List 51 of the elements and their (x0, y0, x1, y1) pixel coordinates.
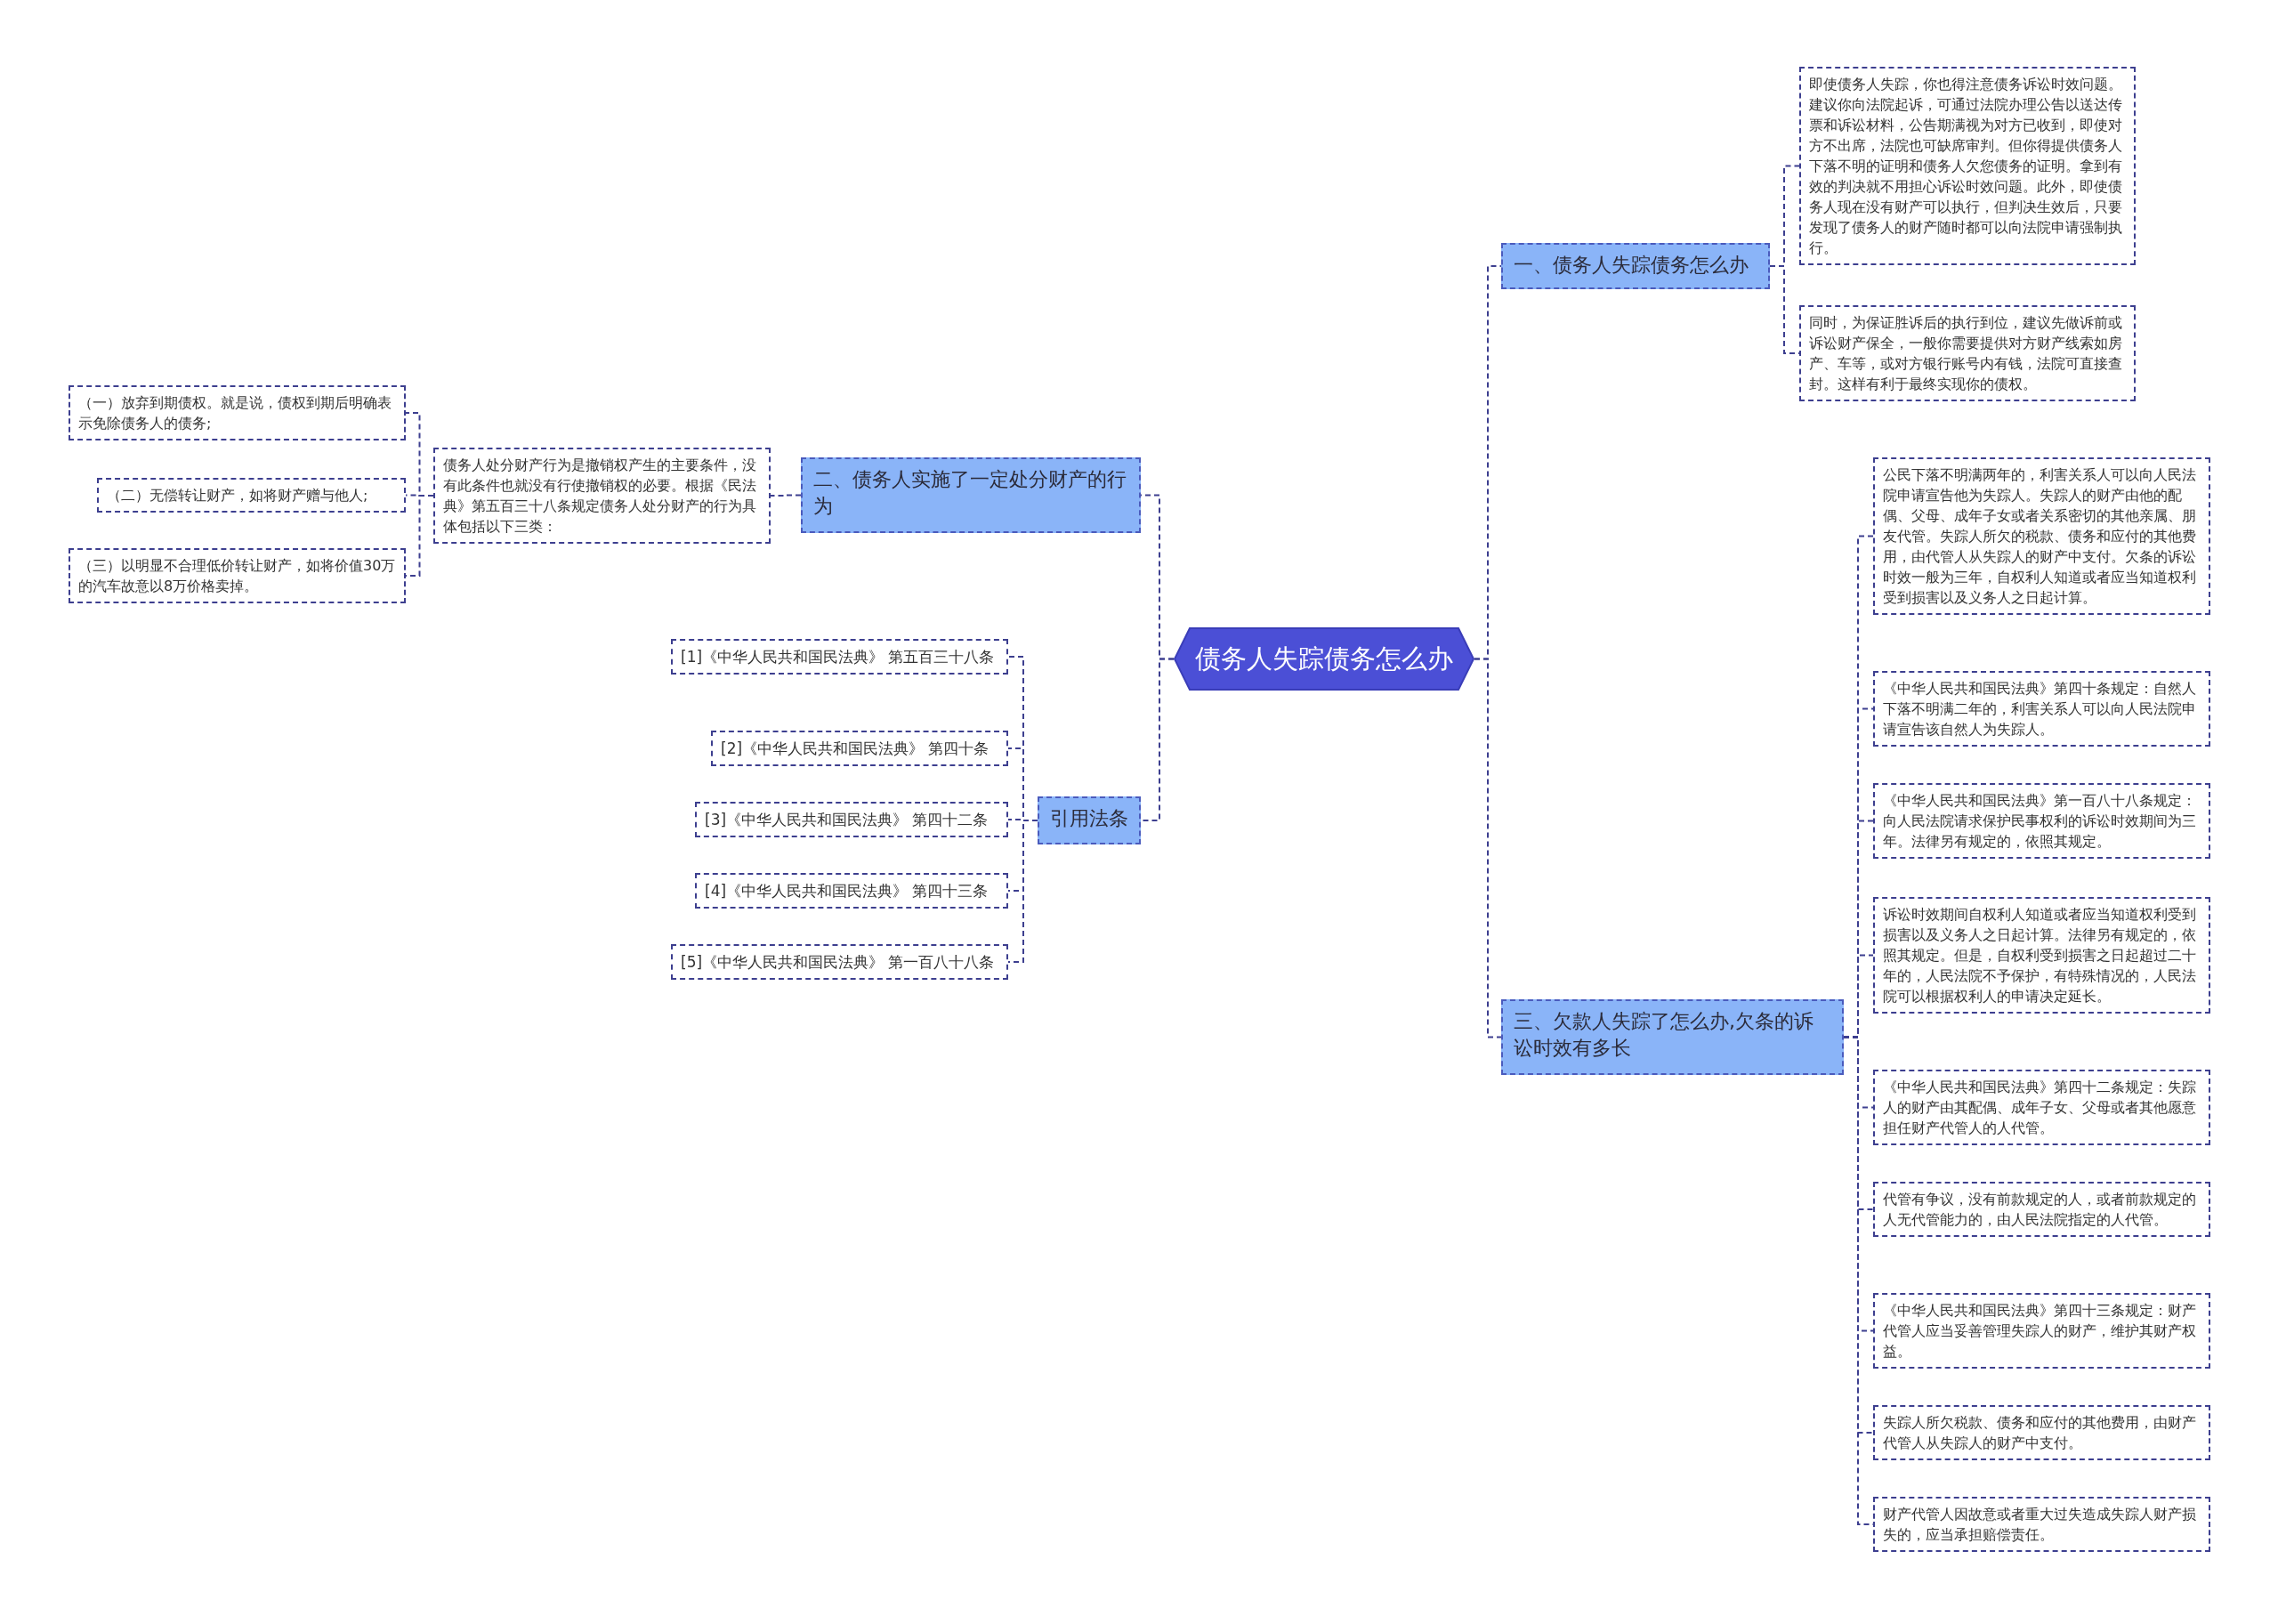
reference-text: [5]《中华人民共和国民法典》 第一百八十八条 (681, 953, 995, 971)
note-text: 诉讼时效期间自权利人知道或者应当知道权利受到损害以及义务人之日起计算。法律另有规定的，依照其规定。但是，自权利受到损害之日起超过二十年的，人民法院不予保护，有特殊情况的，人民法院可以根据权利人的申请决定延长。 (1883, 906, 2196, 1005)
note-box (1873, 457, 2210, 615)
note-text: 债务人处分财产行为是撤销权产生的主要条件，没有此条件也就没有行使撤销权的必要。根据《民法典》第五百三十八条规定债务人处分财产的行为具体包括以下三类： (443, 456, 756, 535)
note-box (1873, 1293, 2210, 1369)
note-box (1873, 1497, 2210, 1552)
branch-title: 三、欠款人失踪了怎么办,欠条的诉讼时效有多长 (1514, 1010, 1814, 1059)
note-text: 代管有争议，没有前款规定的人，或者前款规定的人无代管能力的，由人民法院指定的人代管。 (1883, 1191, 2196, 1228)
note-text: 《中华人民共和国民法典》第一百八十八条规定：向人民法院请求保护民事权利的诉讼时效期间为三年。法律另有规定的，依照其规定。 (1883, 792, 2196, 850)
branch-box (1038, 796, 1141, 844)
branch-title: 二、债务人实施了一定处分财产的行为 (813, 468, 1127, 517)
note-box (1873, 783, 2210, 859)
note-text: 财产代管人因故意或者重大过失造成失踪人财产损失的，应当承担赔偿责任。 (1883, 1506, 2196, 1543)
note-text: 即使债务人失踪，你也得注意债务诉讼时效问题。建议你向法院起诉，可通过法院办理公告以送达传票和诉讼材料，公告期满视为对方已收到，即使对方不出席，法院也可缺席审判。但你得提供债务人下落不明的证明和债务人欠您债务的证明。拿到有效的判决就不用担心诉讼时效问题。此外，即使债务人现在没有财产可以执行，但判决生效后，只要发现了债务人的财产随时都可以向法院申请强制执行。 (1809, 76, 2122, 256)
note-box (1873, 897, 2210, 1014)
note-text: 《中华人民共和国民法典》第四十三条规定：财产代管人应当妥善管理失踪人的财产，维护其财产权益。 (1883, 1302, 2196, 1360)
branch-title: 引用法条 (1050, 807, 1128, 829)
topic-title: 债务人失踪债务怎么办 (1195, 642, 1453, 675)
reference-box (711, 731, 1008, 766)
note-box (433, 448, 771, 544)
reference-text: [1]《中华人民共和国民法典》 第五百三十八条 (681, 648, 995, 666)
reference-box (695, 873, 1008, 909)
note-box (97, 478, 406, 513)
note-text: 失踪人所欠税款、债务和应付的其他费用，由财产代管人从失踪人的财产中支付。 (1883, 1414, 2196, 1451)
reference-box (671, 944, 1008, 980)
note-text: 公民下落不明满两年的，利害关系人可以向人民法院申请宣告他为失踪人。失踪人的财产由他的配偶、父母、成年子女或者关系密切的其他亲属、朋友代管。失踪人所欠的税款、债务和应付的其他费用，由代管人从失踪人的财产中支付。欠条的诉讼时效一般为三年，自权利人知道或者应当知道权利受到损害以及义务人之日起计算。 (1883, 466, 2196, 606)
note-box (1873, 1070, 2210, 1145)
reference-box (671, 639, 1008, 675)
connector-line (770, 494, 802, 497)
branch-title: 一、债务人失踪债务怎么办 (1514, 254, 1749, 276)
note-text: 《中华人民共和国民法典》第四十条规定：自然人下落不明满二年的，利害关系人可以向人民法院申请宣告该自然人为失踪人。 (1883, 680, 2196, 738)
branch-box (1501, 999, 1844, 1075)
note-box (1799, 305, 2136, 401)
reference-text: [4]《中华人民共和国民法典》 第四十三条 (705, 882, 989, 900)
connector-line (1474, 658, 1502, 1038)
note-text: （二）无偿转让财产，如将财产赠与他人; (107, 487, 368, 504)
note-box (1873, 671, 2210, 747)
note-text: 《中华人民共和国民法典》第四十二条规定：失踪人的财产由其配偶、成年子女、父母或者其他愿意担任财产代管人的人代管。 (1883, 1079, 2196, 1136)
note-text: 同时，为保证胜诉后的执行到位，建议先做诉前或诉讼财产保全，一般你需要提供对方财产线索如房产、车等，或对方银行账号内有钱，法院可直接查封。这样有利于最终实现你的债权。 (1809, 314, 2122, 392)
reference-box (695, 802, 1008, 837)
reference-text: [3]《中华人民共和国民法典》 第四十二条 (705, 811, 989, 828)
note-text: （三）以明显不合理低价转让财产，如将价值30万的汽车故意以8万价格卖掉。 (78, 557, 396, 594)
note-box (69, 548, 406, 603)
note-text: （一）放弃到期债权。就是说，债权到期后明确表示免除债务人的债务; (78, 394, 392, 432)
note-box (1873, 1405, 2210, 1460)
note-box (1799, 67, 2136, 265)
note-box (69, 385, 406, 440)
branch-box (801, 457, 1141, 533)
note-box (1873, 1182, 2210, 1237)
branch-box (1501, 243, 1770, 289)
reference-text: [2]《中华人民共和国民法典》 第四十条 (721, 739, 990, 757)
